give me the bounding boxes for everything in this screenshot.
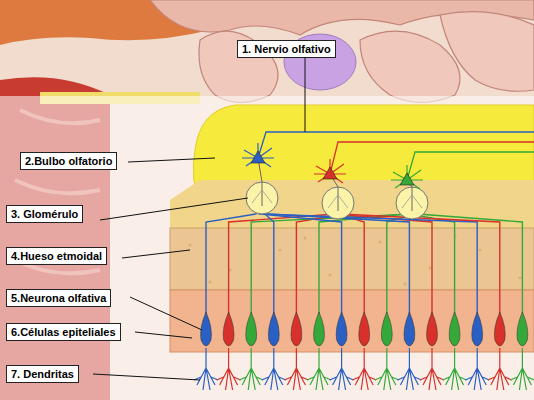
dendrite: [194, 348, 218, 390]
brain-gyri: [360, 31, 460, 102]
mitral-branches: [242, 143, 274, 167]
bone-texture: [189, 235, 522, 286]
neuron-axon: [409, 205, 455, 320]
mitral-cell: [400, 173, 414, 185]
brain-gyri: [440, 12, 534, 92]
neuron-body: [246, 312, 257, 346]
mitral-dendrite: [258, 158, 262, 206]
mitral-branches: [314, 159, 346, 183]
neuron-axon: [387, 205, 415, 320]
dendrite: [397, 348, 421, 390]
ethmoid-bone: [170, 228, 534, 290]
glomerulus-tuft: [402, 195, 422, 208]
neuron-axon: [319, 205, 409, 320]
dendrite: [488, 348, 512, 390]
olfactory-neurons: [194, 205, 534, 390]
neuron-body: [427, 312, 438, 346]
callout-label: 4.Hueso etmoidal: [6, 247, 107, 265]
leader-lines: [93, 57, 305, 380]
mitral-cell: [323, 167, 337, 179]
mitral-cell: [251, 151, 265, 163]
neuron-body: [517, 312, 528, 346]
bulb-cells: [242, 132, 534, 219]
neuron-axon: [265, 205, 409, 320]
dendrite: [510, 348, 534, 390]
callout-label: 5.Neurona olfativa: [6, 289, 111, 307]
dendrite: [330, 348, 354, 390]
neuron-body: [494, 312, 505, 346]
neuron-body: [472, 312, 483, 346]
neuron-body: [359, 312, 370, 346]
neuron-body: [291, 312, 302, 346]
dendrite: [284, 348, 308, 390]
neuron-body: [223, 312, 234, 346]
callout-label: 2.Bulbo olfatorio: [20, 152, 117, 170]
neuron-axon: [262, 205, 477, 320]
neuron-body: [201, 312, 212, 346]
dendrite: [307, 348, 331, 390]
neuron-body: [314, 312, 325, 346]
neuron-axon: [340, 205, 500, 320]
dendrite: [262, 348, 286, 390]
dendrite: [465, 348, 489, 390]
neuron-axon: [259, 205, 342, 320]
epithelium: [170, 290, 534, 352]
neuron-body: [449, 312, 460, 346]
fade-overlay: [0, 96, 534, 400]
glomerulus-tuft: [252, 190, 272, 203]
neuron-axon: [338, 205, 364, 320]
neuron-axon: [264, 205, 274, 320]
neuron-body: [268, 312, 279, 346]
mitral-axon: [407, 152, 534, 180]
dendrite: [217, 348, 241, 390]
dendrite: [352, 348, 376, 390]
mitral-axon: [258, 132, 534, 158]
callout-label: 7. Dendritas: [6, 365, 79, 383]
glomerulus-tuft: [328, 195, 348, 208]
mitral-dendrite: [330, 174, 338, 211]
neuron-body: [336, 312, 347, 346]
dendrite: [239, 348, 263, 390]
neuron-body: [381, 312, 392, 346]
neuron-axon: [415, 205, 522, 320]
callout-label: 6.Células epiteliales: [6, 323, 121, 341]
dendrite: [375, 348, 399, 390]
mitral-axon: [330, 142, 534, 174]
neuron-body: [404, 312, 415, 346]
dendrite: [420, 348, 444, 390]
dendrite: [443, 348, 467, 390]
callout-label: 1. Nervio olfativo: [237, 40, 336, 58]
neuron-axon: [332, 205, 432, 320]
mitral-branches: [391, 165, 423, 189]
callout-label: 3. Glomérulo: [6, 205, 83, 223]
